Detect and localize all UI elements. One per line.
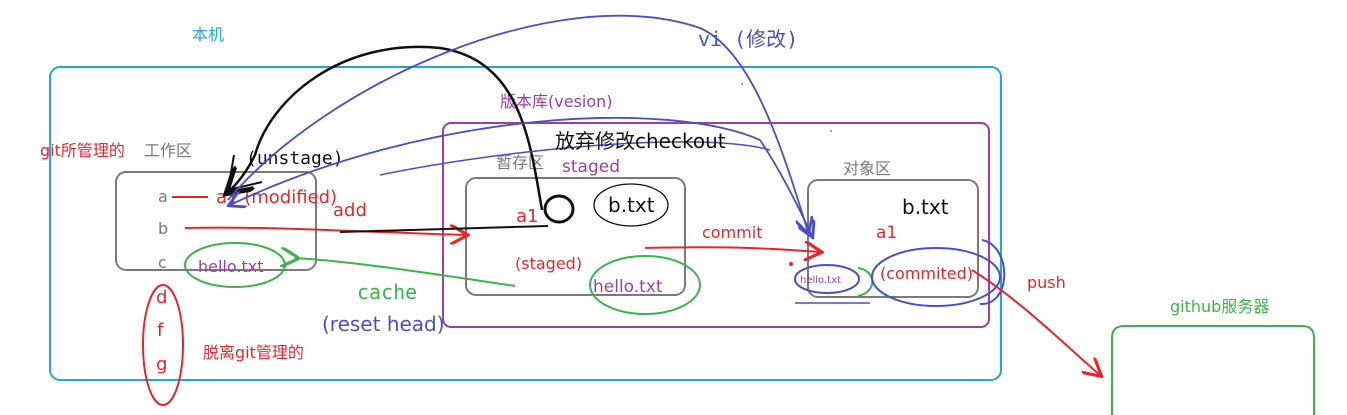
commited-label: (commited) [880,264,973,283]
a1-object-label: a1 [876,223,897,243]
hello-stage-label: hello.txt [593,277,663,297]
local-machine-label: 本机 [192,25,224,44]
hello-work-label: hello.txt [198,257,263,276]
staged-paren-label: (staged) [515,254,582,273]
reset-head-label: (reset head) [322,312,445,336]
unstage-label: (unstage) [246,148,344,169]
hello-object-circle [794,264,860,294]
hello-object-green-curve [857,267,874,297]
vi-modify-label: vi (修改) [698,27,798,51]
file-d: d [156,287,167,308]
checkout-label: 放弃修改checkout [555,129,726,153]
vi-modify-arc [227,14,808,232]
stray-dot-1 [741,83,743,85]
commited-blue-bracket [979,239,1006,306]
btxt-stage-circle [593,183,669,227]
add-label: add [333,200,367,221]
stage-area-label: 暂存区 [496,153,544,172]
workspace-label-prefix: git所管理的 [40,141,125,160]
checkout-arc-1 [759,139,812,236]
checkout-arc-2 [230,117,761,205]
cache-arrow [295,258,516,287]
staged-top-label: staged [562,157,620,177]
a1-staged-label: a1 [516,206,538,227]
workspace-label-suffix: 工作区 [144,141,192,160]
file-f: f [157,320,164,341]
workspace-box [115,171,317,271]
unstage-black-base [339,225,549,233]
file-c: c [158,253,167,272]
local-machine-box [49,66,1002,381]
hello-stage-circle [589,255,701,315]
checkout-arc-3 [379,141,771,176]
github-server-box [1111,325,1315,415]
cache-label: cache [357,280,417,304]
staged-black-mark [543,194,575,224]
github-server-label: github服务器 [1170,297,1269,316]
a1-modified-label: a1 (modified) [216,187,337,208]
commit-label: commit [702,223,762,242]
file-b: b [158,219,168,238]
untracked-label: 脱离git管理的 [203,343,304,362]
file-a: a [158,187,168,206]
object-area-label: 对象区 [843,159,891,178]
btxt-object-label: b.txt [902,195,949,219]
push-arrow [971,269,1100,375]
hello-object-label: hello.txt [800,275,841,286]
repository-label: 版本库(vesion) [500,92,613,111]
repository-box [442,122,990,328]
add-arrow [184,228,466,235]
btxt-stage-label: b.txt [608,193,655,217]
untracked-circle [142,284,184,406]
commit-arrow [644,247,820,252]
push-label: push [1027,273,1066,292]
stray-dot-2 [830,130,832,132]
unstage-arrow-extra [226,154,263,192]
commited-blue-circle [871,247,1001,307]
stray-dot-3 [789,262,793,266]
file-g: g [156,354,167,375]
